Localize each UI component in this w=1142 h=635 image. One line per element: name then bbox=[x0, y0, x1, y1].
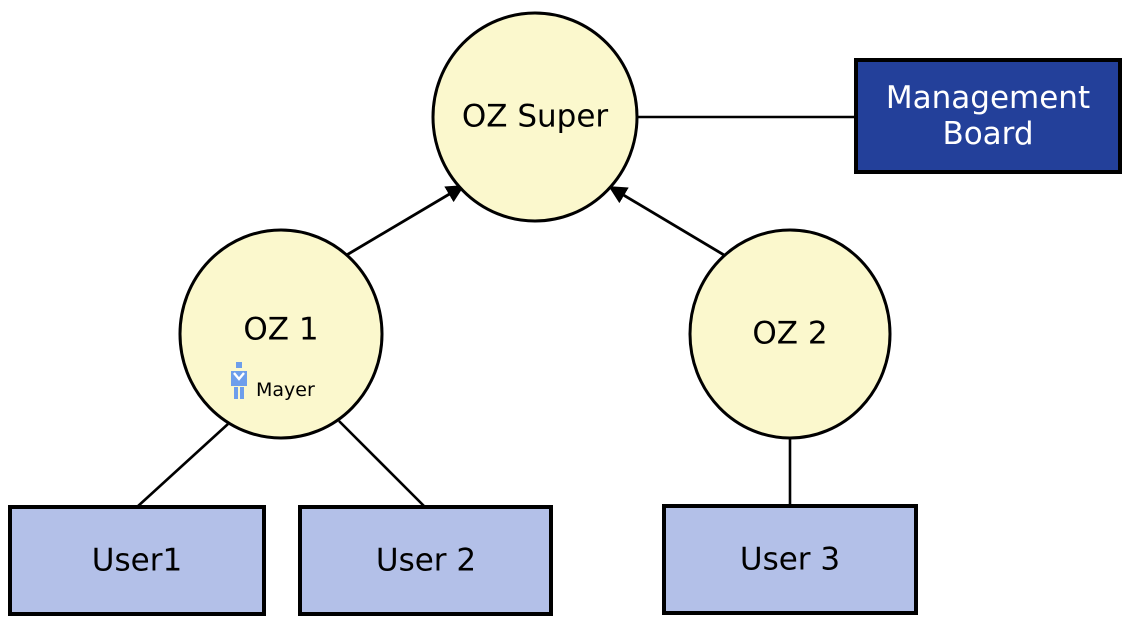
node-oz-1[interactable] bbox=[178, 228, 384, 440]
node-user-1[interactable] bbox=[8, 505, 266, 616]
edge-oz1-to-super bbox=[344, 184, 465, 258]
node-management-board[interactable] bbox=[854, 58, 1122, 174]
node-user-2[interactable] bbox=[298, 505, 553, 616]
node-oz-2[interactable] bbox=[688, 228, 892, 440]
node-user-3[interactable] bbox=[662, 504, 918, 615]
node-oz-super[interactable] bbox=[431, 11, 639, 223]
person-icon bbox=[231, 362, 247, 399]
edge-oz1-to-user2 bbox=[338, 420, 426, 508]
edge-oz1-to-user1 bbox=[136, 423, 229, 508]
edge-oz2-to-super bbox=[608, 185, 725, 257]
